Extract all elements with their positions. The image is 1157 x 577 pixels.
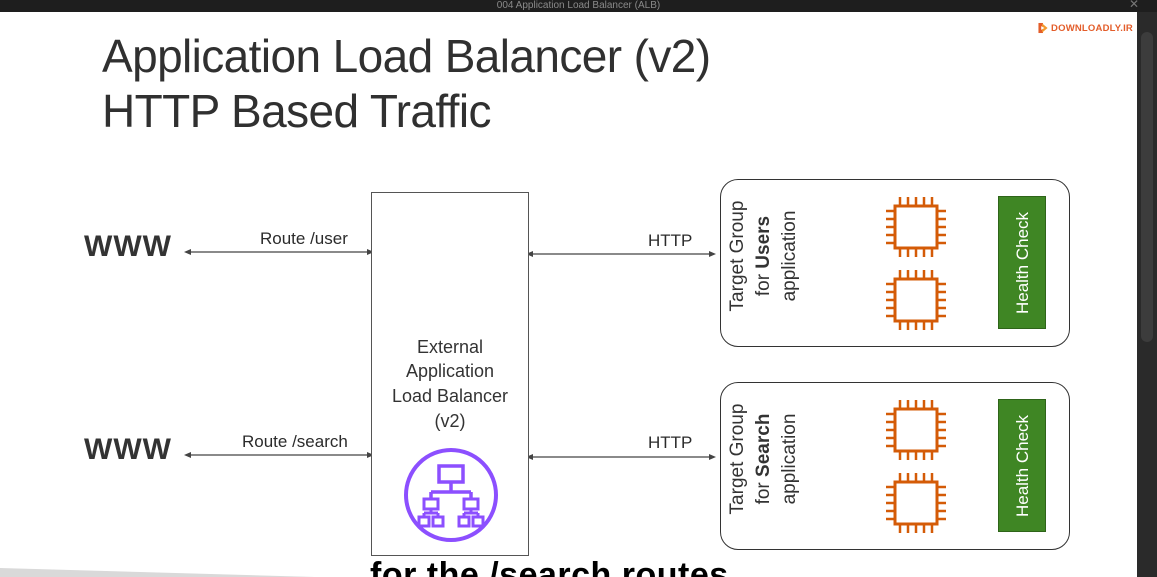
scrollbar[interactable] <box>1137 12 1157 577</box>
for-word: for <box>753 273 774 297</box>
target-group-search-label: Target Group for Search application <box>725 380 803 538</box>
alb-label-line-4: (v2) <box>434 411 466 431</box>
target-group-prefix: Target Group <box>727 403 748 515</box>
window-title: 004 Application Load Balancer (ALB) <box>496 0 661 11</box>
watermark-logo-icon <box>1038 22 1048 34</box>
arrow-www-to-alb-1 <box>184 249 374 255</box>
slide: Application Load Balancer (v2) HTTP Base… <box>0 12 1137 577</box>
target-group-prefix: Target Group <box>727 200 748 312</box>
target-group-name: Search <box>753 413 774 477</box>
for-word: for <box>753 482 774 505</box>
target-group-for-line: for Search <box>751 380 777 538</box>
http-label-2: HTTP <box>648 433 693 452</box>
http-label-1: HTTP <box>648 231 693 250</box>
alb-label-line-3: Load Balancer <box>391 386 509 406</box>
arrow-alb-to-tg-2 <box>526 454 716 460</box>
health-check-label: Health Check <box>1013 414 1032 518</box>
target-group-for-line: for Users <box>751 177 777 335</box>
arrow-www-to-alb-2 <box>184 452 374 458</box>
target-group-users: Target Group for Users application Healt… <box>720 179 1070 347</box>
target-group-name: Users <box>753 215 774 269</box>
window-titlebar: 004 Application Load Balancer (ALB) ✕ <box>0 0 1157 12</box>
watermark-text: DOWNLOADLY.IR <box>1051 22 1133 34</box>
slide-decoration <box>0 568 315 577</box>
health-check-badge: Health Check <box>998 399 1046 532</box>
video-subtitle: for the /search routes <box>370 556 729 577</box>
slide-title-line-2: HTTP Based Traffic <box>102 85 491 137</box>
alb-label-line-1: External <box>416 337 484 357</box>
target-group-search: Target Group for Search application Heal… <box>720 382 1070 550</box>
target-group-suffix: application <box>779 210 800 302</box>
ec2-instance-icon <box>886 473 946 533</box>
arrow-alb-to-tg-1 <box>526 251 716 257</box>
route-label-user: Route /user <box>260 229 348 248</box>
route-label-search: Route /search <box>242 432 348 451</box>
watermark: DOWNLOADLY.IR <box>1038 14 1133 42</box>
target-group-suffix: application <box>779 413 800 505</box>
elb-icon <box>404 448 498 542</box>
target-group-users-label: Target Group for Users application <box>725 177 803 335</box>
ec2-instance-icon <box>886 400 946 460</box>
slide-title-line-1: Application Load Balancer (v2) <box>102 30 711 82</box>
health-check-label: Health Check <box>1013 211 1032 315</box>
ec2-instance-icon <box>886 197 946 257</box>
health-check-badge: Health Check <box>998 196 1046 329</box>
www-client-1: WWW <box>84 230 172 263</box>
www-client-2: WWW <box>84 433 172 466</box>
scrollbar-thumb[interactable] <box>1141 32 1153 342</box>
ec2-instance-icon <box>886 270 946 330</box>
load-balancer-box: External Application Load Balancer (v2) <box>371 192 529 556</box>
alb-label-line-2: Application <box>405 361 495 381</box>
close-icon[interactable]: ✕ <box>1128 0 1139 11</box>
